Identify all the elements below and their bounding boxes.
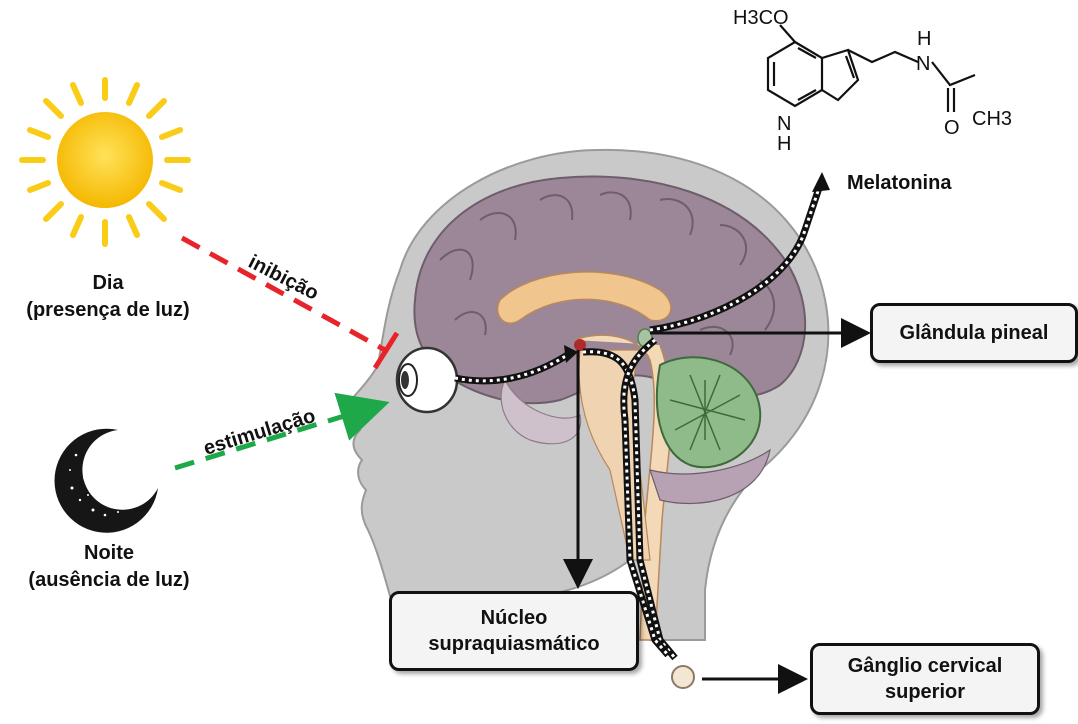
sun-icon: [19, 77, 191, 247]
night-subtitle: (ausência de luz): [28, 569, 190, 591]
stimulation-label: estimulação: [201, 405, 318, 460]
mol-indole-n: N: [777, 113, 791, 135]
ganglion-box-line1: Gânglio cervical: [847, 655, 1003, 677]
cerebellum: [649, 356, 771, 505]
day-label: Dia (presença de luz): [18, 270, 198, 324]
inhibition-label: inibição: [245, 251, 322, 305]
night-title: Noite: [84, 542, 134, 564]
scn-box-line1: Núcleo: [480, 607, 548, 629]
melatonin-structure: [766, 24, 976, 112]
stimulation-line: [174, 392, 390, 471]
melatonin-label: Melatonina: [847, 172, 952, 194]
ganglion-circle: [671, 665, 695, 689]
pineal-box: Glândula pineal: [870, 303, 1078, 363]
pathway-arrowhead-melatonin: [812, 172, 830, 192]
mol-nh-h: H: [917, 28, 931, 50]
mol-n-amide: N: [916, 53, 930, 75]
day-subtitle: (presença de luz): [26, 299, 190, 321]
scn-box: Núcleo supraquiasmático: [389, 591, 639, 671]
ganglion-box-line2: superior: [884, 681, 966, 703]
inhibition-line: [180, 235, 387, 353]
day-title: Dia: [92, 272, 124, 294]
inhibition-bar: [372, 331, 400, 370]
pineal-box-label: Glândula pineal: [899, 322, 1049, 344]
mol-indole-h: H: [777, 133, 791, 155]
ganglion-box: Gânglio cervical superior: [810, 643, 1040, 715]
scn-dot: [574, 339, 586, 351]
moon-icon: [54, 428, 159, 533]
brain-illustration: [413, 175, 807, 641]
pathway-arrowhead-scn: [564, 345, 578, 363]
neural-pathway: [454, 183, 824, 661]
mol-methyl: CH3: [972, 108, 1012, 130]
scn-box-line2: supraquiasmático: [428, 633, 600, 655]
mol-carbonyl-o: O: [944, 117, 960, 139]
night-label: Noite (ausência de luz): [14, 540, 204, 594]
mol-methoxy: H3CO: [733, 7, 789, 29]
eye-icon: [395, 346, 459, 414]
